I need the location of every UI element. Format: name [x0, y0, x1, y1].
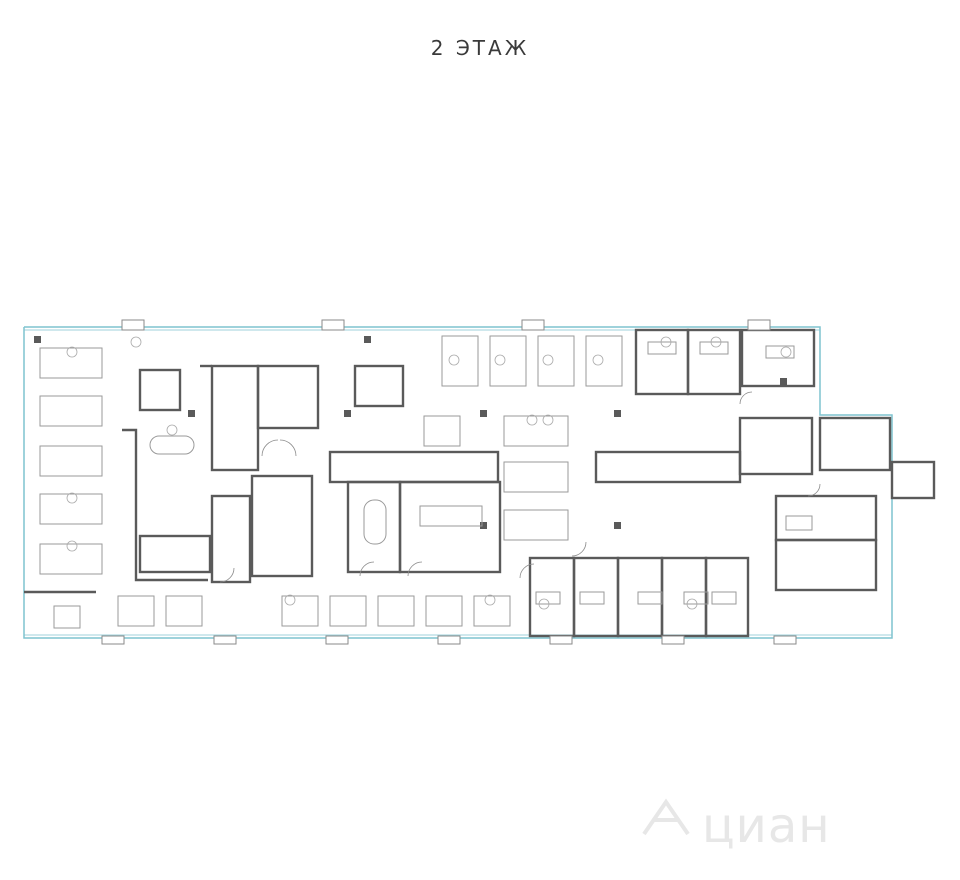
office-b2 [572, 556, 620, 638]
core-room [328, 450, 500, 484]
right-annex [890, 460, 936, 500]
office-2 [686, 328, 742, 396]
stair-core-b [250, 474, 314, 578]
office-b3 [616, 556, 664, 638]
exterior-outline [23, 326, 893, 639]
watermark-text: циан [702, 798, 831, 854]
office-b5 [704, 556, 750, 638]
service-corridor [594, 450, 742, 484]
elevator-lobby [256, 364, 320, 430]
utility-room [210, 494, 252, 584]
office-3 [740, 328, 816, 388]
meeting-room-small [346, 480, 402, 574]
meeting-room-large [398, 480, 502, 574]
shaft-b [353, 364, 405, 408]
right-room [738, 416, 814, 476]
wc-lounge [774, 494, 878, 542]
shaft-a [138, 368, 182, 412]
kitchen-room [138, 534, 212, 574]
stair-core-a [210, 364, 260, 472]
wc-upper [818, 416, 892, 472]
floor-title: 2 ЭТАЖ [430, 36, 530, 60]
wc-block [774, 538, 878, 592]
cian-house-logo-icon [642, 798, 690, 836]
office-b1 [528, 556, 576, 638]
